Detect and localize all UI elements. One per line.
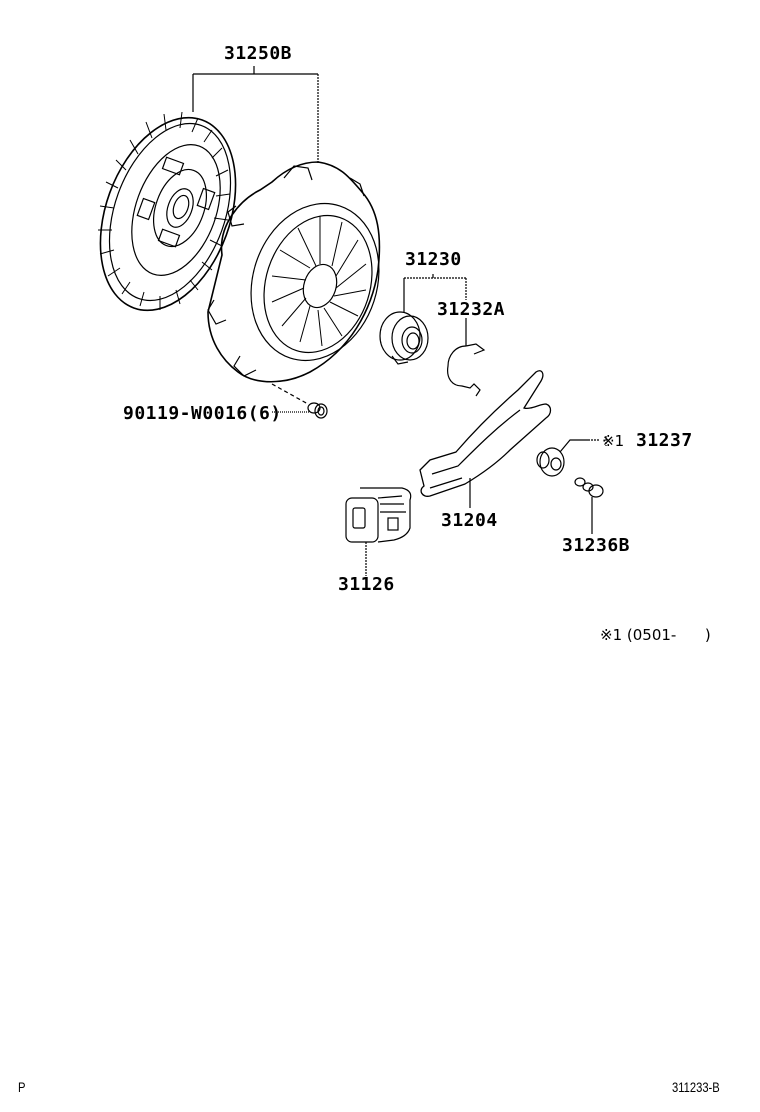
part-label-31204[interactable]: 31204: [441, 510, 498, 531]
cover-bolt-drawing: [271, 383, 328, 419]
fork-boot-drawing: [345, 487, 412, 576]
part-label-31232a[interactable]: 31232A: [437, 299, 506, 320]
footer-diagram-code: 311233-B: [672, 1079, 720, 1095]
part-label-31230[interactable]: 31230: [405, 249, 462, 270]
support-bolt-drawing: [574, 477, 604, 534]
part-label-31237[interactable]: 31237: [636, 430, 693, 451]
clutch-disc-drawing: [98, 111, 237, 312]
note-mark-31237: ※1: [602, 432, 625, 450]
leader-31250b: [192, 66, 319, 164]
leader-31230: [403, 274, 467, 346]
clutch-cover-drawing: [207, 161, 381, 383]
part-label-31126[interactable]: 31126: [338, 574, 395, 595]
part-label-31236b[interactable]: 31236B: [562, 535, 631, 556]
release-fork-drawing: [419, 370, 552, 508]
fork-support-drawing: [536, 436, 607, 477]
part-label-90119-w0016[interactable]: 90119-W0016(6): [123, 403, 282, 424]
footer-page-marker: P: [18, 1079, 26, 1095]
release-bearing-drawing: [379, 311, 429, 365]
part-label-31250b[interactable]: 31250B: [224, 43, 293, 64]
footnote-applicability: ※1 (0501- ): [600, 626, 711, 644]
bearing-clip-drawing: [447, 343, 486, 397]
